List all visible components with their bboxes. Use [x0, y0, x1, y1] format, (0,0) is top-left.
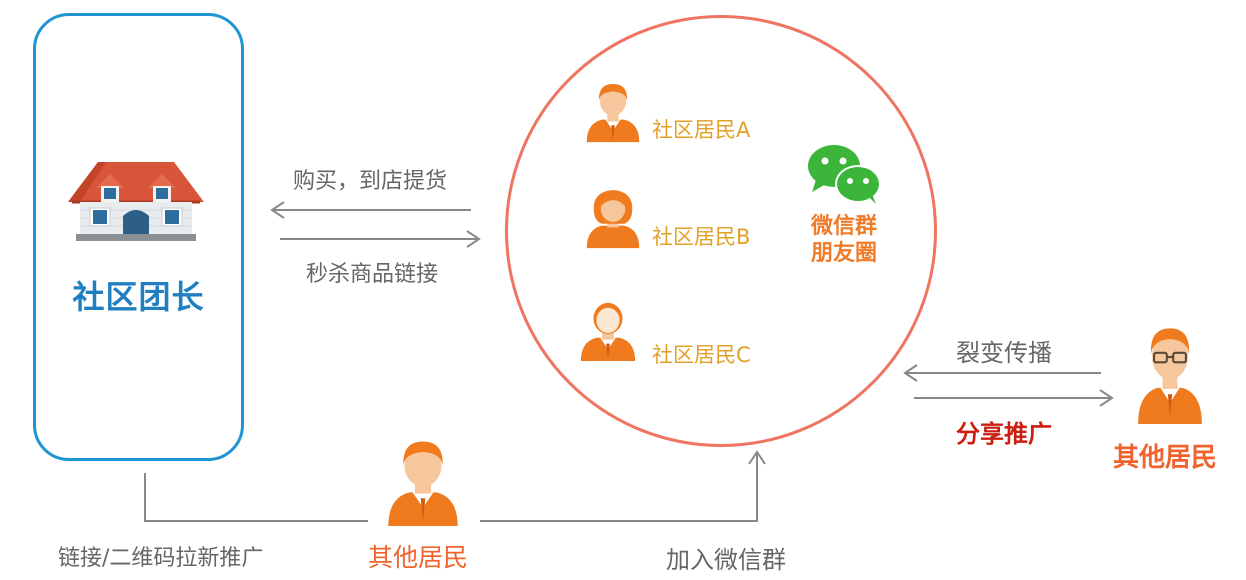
- resident-b-label: 社区居民B: [652, 225, 751, 249]
- buy-pickup-label: 购买，到店提货: [293, 169, 448, 194]
- other-resident-bottom-icon: [388, 441, 458, 526]
- resident-c-label: 社区居民C: [652, 343, 751, 367]
- flash-sale-link-label: 秒杀商品链接: [306, 262, 439, 287]
- community-leader-card: [33, 13, 244, 461]
- other-resident-right-icon: [1138, 328, 1202, 424]
- house-icon: [68, 162, 204, 241]
- share-promote-label: 分享推广: [956, 420, 1052, 448]
- resident-c-icon: [580, 302, 636, 362]
- wechat-moments-text: 朋友圈: [810, 241, 877, 266]
- wechat-group-circle: [505, 15, 937, 447]
- wechat-group-text: 微信群: [810, 214, 877, 239]
- leader-title: 社区团长: [72, 278, 205, 316]
- connector-leader-to-residents: [144, 473, 368, 522]
- wechat-moments-label: 微信群 朋友圈: [804, 213, 884, 267]
- wechat-icon: [808, 145, 881, 204]
- fission-spread-label: 裂变传播: [956, 339, 1052, 367]
- connector-residents-to-group: [480, 452, 758, 522]
- resident-b-icon: [586, 189, 640, 249]
- resident-a-label: 社区居民A: [652, 118, 751, 142]
- join-wechat-group-label: 加入微信群: [666, 546, 786, 574]
- other-resident-bottom-label: 其他居民: [368, 543, 469, 572]
- other-resident-right-label: 其他居民: [1113, 443, 1218, 473]
- link-qr-promo-label: 链接/二维码拉新推广: [58, 546, 264, 571]
